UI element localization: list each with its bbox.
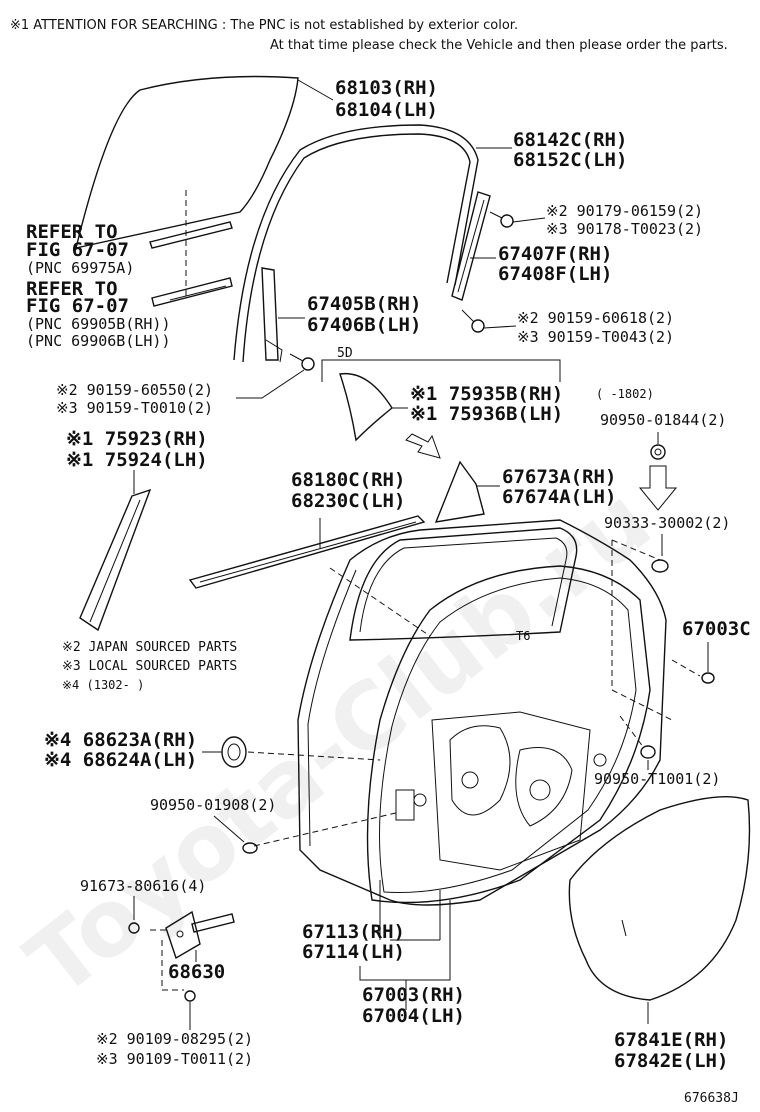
plug3-label: 90950-01908(2) xyxy=(150,796,276,814)
refer2-line-b: FIG 67-07 xyxy=(26,295,129,317)
bolt-icon[interactable] xyxy=(184,990,196,1002)
plug-icon[interactable] xyxy=(242,842,258,854)
hinge-label: 68630 xyxy=(168,961,225,983)
note-date-range: ※4 (1302- ) xyxy=(62,678,144,692)
door-badge-text: T6 xyxy=(516,629,530,643)
moulding-rh-label: ※1 75923(RH) xyxy=(66,428,208,450)
rear-door-part[interactable]: T6 xyxy=(297,519,667,906)
belt-lh-label: 68230C(LH) xyxy=(291,490,405,512)
refer1-line-b: FIG 67-07 xyxy=(26,239,129,261)
note-local-sourced: ※3 LOCAL SOURCED PARTS xyxy=(62,659,237,674)
5d-bracket xyxy=(321,359,561,382)
refer1-line-a: REFER TO xyxy=(26,221,118,243)
glass-run-lh-label: 68152C(LH) xyxy=(513,149,627,171)
bolt4-japan-label: ※2 90109-08295(2) xyxy=(96,1030,253,1048)
belt-moulding-part[interactable] xyxy=(188,515,426,589)
corner-lh-label: 67674A(LH) xyxy=(502,486,616,508)
clip1-label: 90950-01844(2) xyxy=(600,411,726,429)
bolt1-leader xyxy=(512,217,546,223)
hinge-bolt-label: 91673-80616(4) xyxy=(80,877,206,895)
refer-part-1[interactable] xyxy=(149,221,233,249)
plug1-dash xyxy=(611,539,661,561)
panel-dash-box xyxy=(611,540,673,721)
plug-icon[interactable] xyxy=(651,559,669,573)
5d-label: 5D xyxy=(337,346,353,361)
bolt2-japan-label: ※2 90159-60618(2) xyxy=(517,309,674,327)
bolt-icon[interactable] xyxy=(128,922,140,934)
glass-lh-label: 68104(LH) xyxy=(335,99,438,121)
glass-leader xyxy=(297,79,334,101)
hinge-dash-2 xyxy=(161,940,184,991)
down-arrow-icon xyxy=(638,465,678,511)
bolt-icon[interactable] xyxy=(289,353,315,371)
triangle-lh-label: ※1 75936B(LH) xyxy=(410,403,563,425)
corner-piece-part[interactable] xyxy=(434,460,485,523)
rear-channel-part[interactable] xyxy=(451,191,491,301)
cover-rh-label: 67841E(RH) xyxy=(614,1029,728,1051)
range-1802-label: ( -1802) xyxy=(596,387,654,401)
plug3-dash xyxy=(253,811,401,847)
bolt1-local-label: ※3 90178-T0023(2) xyxy=(546,220,703,238)
triangle-cover-part[interactable] xyxy=(339,372,393,442)
division-rh-label: 67405B(RH) xyxy=(307,293,421,315)
outside-moulding-part[interactable] xyxy=(79,488,152,632)
door-lh-label: 67004(LH) xyxy=(362,1005,465,1027)
header-line-1: ※1 ATTENTION FOR SEARCHING : The PNC is … xyxy=(10,18,518,33)
bolt3-local-label: ※3 90159-T0010(2) xyxy=(56,399,213,417)
door-rh-label: 67003(RH) xyxy=(362,984,465,1006)
refer-part-2[interactable] xyxy=(151,277,233,307)
bolt3-leader xyxy=(236,369,305,399)
division-bar-part[interactable] xyxy=(261,267,283,363)
corner-rh-label: 67673A(RH) xyxy=(502,466,616,488)
bolt3-japan-label: ※2 90159-60550(2) xyxy=(56,381,213,399)
belt-rh-label: 68180C(RH) xyxy=(291,469,405,491)
plug1-label: 90333-30002(2) xyxy=(604,514,730,532)
division-lh-label: 67406B(LH) xyxy=(307,314,421,336)
panel-label: 67003C xyxy=(682,618,751,640)
bolt-icon[interactable] xyxy=(461,309,485,333)
plug3-leader xyxy=(213,815,245,843)
refer2-line-a: REFER TO xyxy=(26,278,118,300)
belt-dash xyxy=(329,567,431,637)
glass-rh-label: 68103(RH) xyxy=(335,77,438,99)
door-glass-part[interactable] xyxy=(75,75,299,249)
plug2-dash xyxy=(619,715,645,749)
outer-rh-label: 67113(RH) xyxy=(302,921,405,943)
service-hole-cover-part[interactable] xyxy=(568,796,751,1001)
cover-lh-label: 67842E(LH) xyxy=(614,1050,728,1072)
note-japan-sourced: ※2 JAPAN SOURCED PARTS xyxy=(62,640,237,655)
moulding-lh-label: ※1 75924(LH) xyxy=(66,449,208,471)
door-check-hinge-part[interactable] xyxy=(165,910,235,960)
refer2-line-c: (PNC 69905B(RH)) xyxy=(26,315,171,333)
bolt-icon[interactable] xyxy=(489,211,514,228)
door-assy-bracket xyxy=(359,900,451,1010)
glass-run-part[interactable] xyxy=(233,124,479,363)
glass-run-rh-label: 68142C(RH) xyxy=(513,129,627,151)
lamp-rh-label: ※4 68623A(RH) xyxy=(44,729,197,751)
rear-channel-lh-label: 67408F(LH) xyxy=(498,263,612,285)
clip-icon[interactable] xyxy=(701,672,715,684)
plug-icon[interactable] xyxy=(640,745,656,759)
arrow-icon xyxy=(405,433,441,459)
refer2-line-d: (PNC 69906B(LH)) xyxy=(26,332,171,350)
lamp-dash xyxy=(247,751,381,761)
rear-channel-rh-label: 67407F(RH) xyxy=(498,243,612,265)
outer-lh-label: 67114(LH) xyxy=(302,941,405,963)
clip-icon[interactable] xyxy=(650,444,666,460)
refer1-line-c: (PNC 69975A) xyxy=(26,259,134,277)
bolt1-japan-label: ※2 90179-06159(2) xyxy=(546,202,703,220)
panel-dash xyxy=(671,659,701,677)
header-line-2: At that time please check the Vehicle an… xyxy=(270,38,728,53)
triangle-rh-label: ※1 75935B(RH) xyxy=(410,383,563,405)
lamp-lh-label: ※4 68624A(LH) xyxy=(44,749,197,771)
plug2-label: 90950-T1001(2) xyxy=(594,770,720,788)
bolt2-local-label: ※3 90159-T0043(2) xyxy=(517,328,674,346)
illustration-code: 676638J xyxy=(684,1091,739,1106)
outer-leader xyxy=(379,880,441,941)
bolt4-local-label: ※3 90109-T0011(2) xyxy=(96,1050,253,1068)
bolt2-leader xyxy=(483,325,517,329)
